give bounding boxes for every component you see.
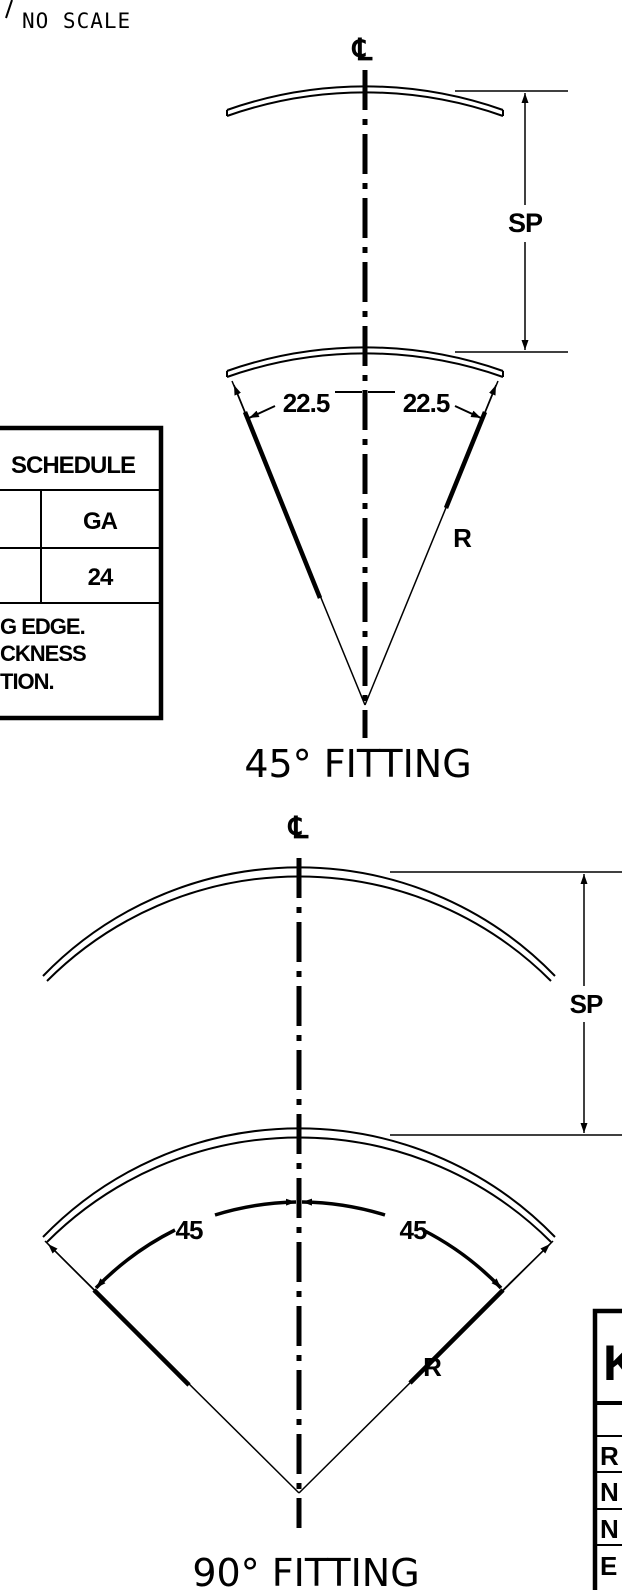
angle-dim-left-90-lower bbox=[94, 1228, 176, 1290]
sp-label-90: SP bbox=[570, 989, 603, 1019]
title-45-fitting: 45° FITTING bbox=[244, 742, 471, 786]
angle-dim-right-90-upper bbox=[301, 1198, 386, 1217]
schedule-note-line-1: G EDGE. bbox=[0, 614, 85, 639]
radius-arrow-right-90 bbox=[502, 1243, 551, 1291]
key-table-border bbox=[592, 1308, 622, 1590]
fitting-45-detail: ℄ bbox=[226, 34, 568, 738]
radius-heavy-right-90 bbox=[408, 1288, 505, 1385]
schedule-note-line-3: TION. bbox=[0, 669, 54, 694]
radius-arrow-left-90 bbox=[47, 1243, 95, 1291]
schedule-table-border bbox=[0, 425, 164, 721]
schedule-ga-value: 24 bbox=[88, 564, 114, 591]
angle-dim-right-45 bbox=[368, 391, 481, 418]
radius-label-90: R bbox=[423, 1352, 442, 1382]
schedule-table bbox=[0, 425, 164, 721]
angle-label-left-90: 45 bbox=[176, 1215, 203, 1245]
radius-label-45: R bbox=[453, 523, 472, 553]
schedule-note-line-2: CKNESS bbox=[0, 641, 86, 666]
radius-heavy-right-45 bbox=[443, 411, 488, 509]
radius-heavy-left-90 bbox=[92, 1288, 191, 1387]
angle-dim-left-90-upper bbox=[214, 1198, 297, 1217]
angle-label-right-45: 22.5 bbox=[403, 388, 450, 418]
key-table-title: K bbox=[603, 1335, 622, 1391]
key-table-row-1: R bbox=[600, 1441, 619, 1471]
key-table bbox=[592, 1308, 622, 1590]
fitting-90-detail: ℄ bbox=[42, 812, 622, 1528]
key-table-row-2: N bbox=[600, 1477, 618, 1507]
key-table-row-3: N bbox=[600, 1514, 618, 1544]
key-table-row-4: E bbox=[600, 1551, 617, 1581]
radius-arrow-left-45 bbox=[233, 384, 246, 413]
schedule-header: SCHEDULE bbox=[11, 452, 136, 479]
title-90-fitting: 90° FITTING bbox=[192, 1551, 419, 1590]
angle-dim-left-45 bbox=[249, 391, 362, 418]
angle-label-right-90: 45 bbox=[400, 1215, 427, 1245]
radius-arrow-right-45 bbox=[484, 384, 497, 413]
centerline-symbol-90: ℄ bbox=[287, 812, 309, 845]
sp-label-45: SP bbox=[508, 208, 543, 238]
angle-label-left-45: 22.5 bbox=[283, 388, 330, 418]
angle-dim-right-90-lower bbox=[422, 1228, 503, 1290]
header-corner-stroke bbox=[5, 0, 13, 19]
no-scale-note: NO SCALE bbox=[22, 9, 131, 33]
schedule-ga-header: GA bbox=[83, 508, 118, 535]
centerline-symbol-45: ℄ bbox=[351, 34, 373, 67]
radius-heavy-left-45 bbox=[242, 411, 323, 599]
